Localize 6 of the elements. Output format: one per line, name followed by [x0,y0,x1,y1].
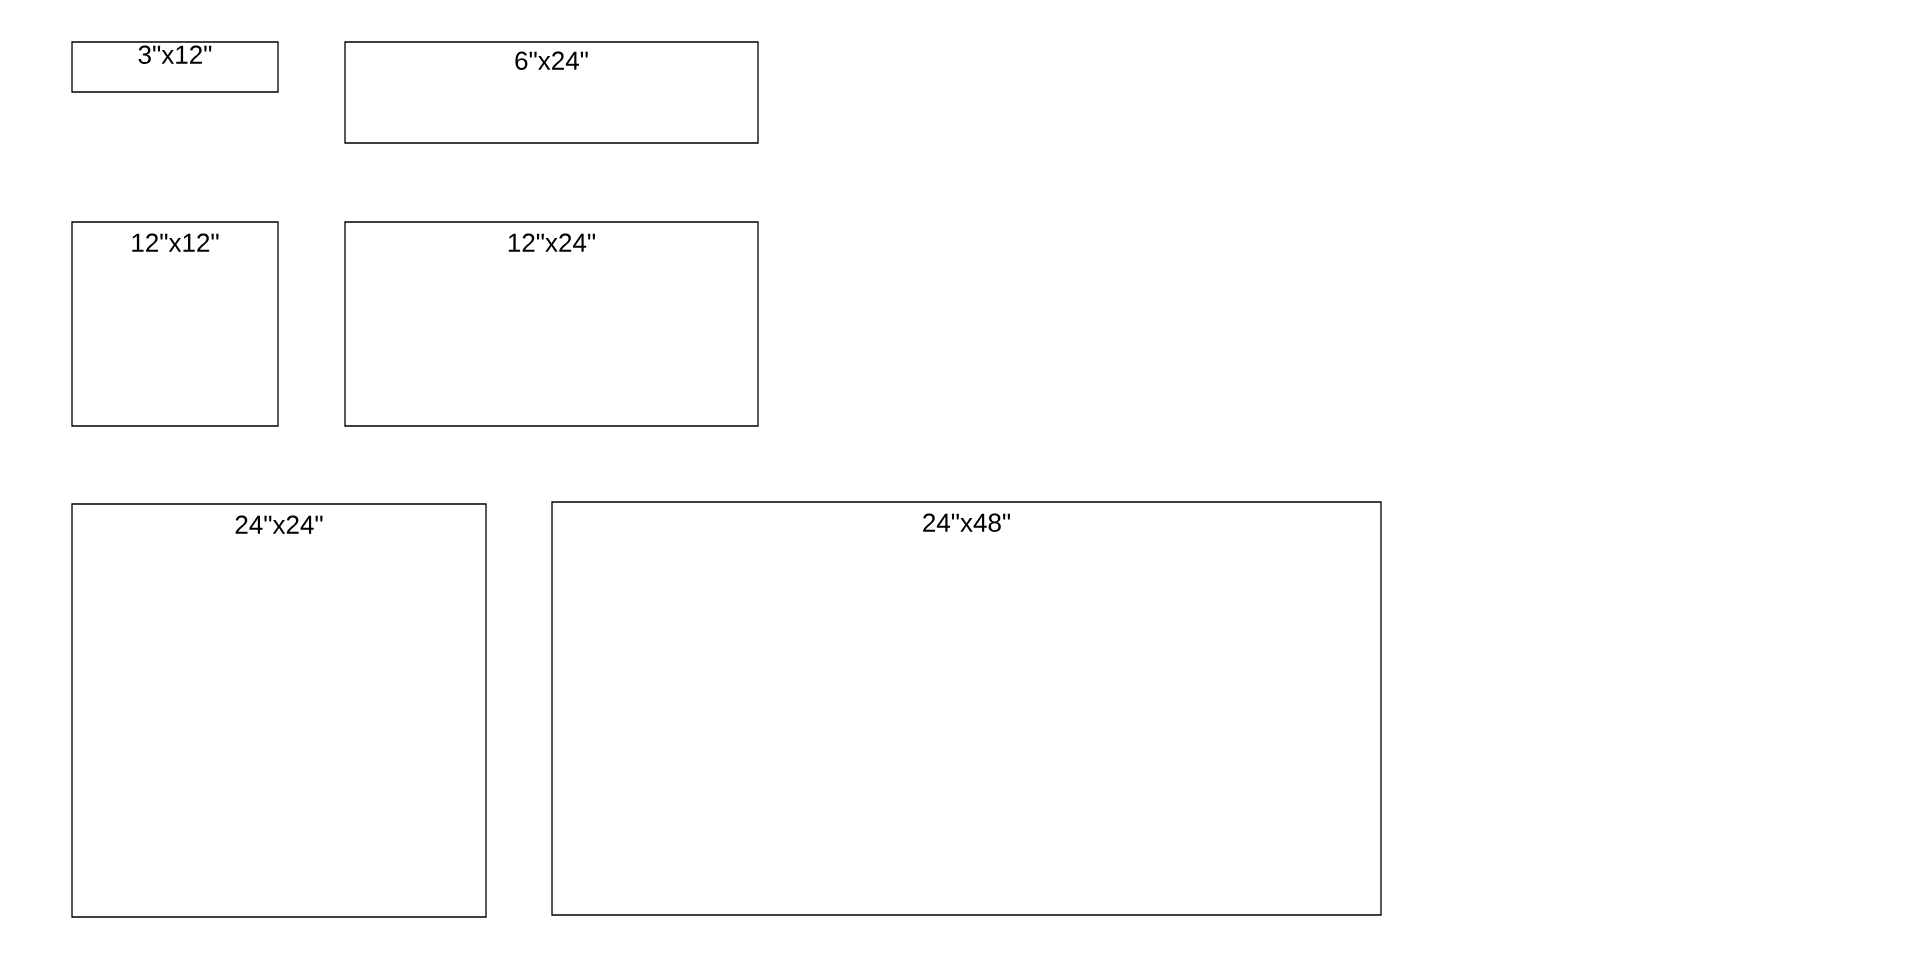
size-box: 3"x12" [71,41,279,93]
size-box: 6"x24" [344,41,759,144]
size-box: 24"x24" [71,503,487,918]
size-box: 12"x24" [344,221,759,427]
size-box: 12"x12" [71,221,279,427]
size-box: 24"x48" [551,501,1382,916]
